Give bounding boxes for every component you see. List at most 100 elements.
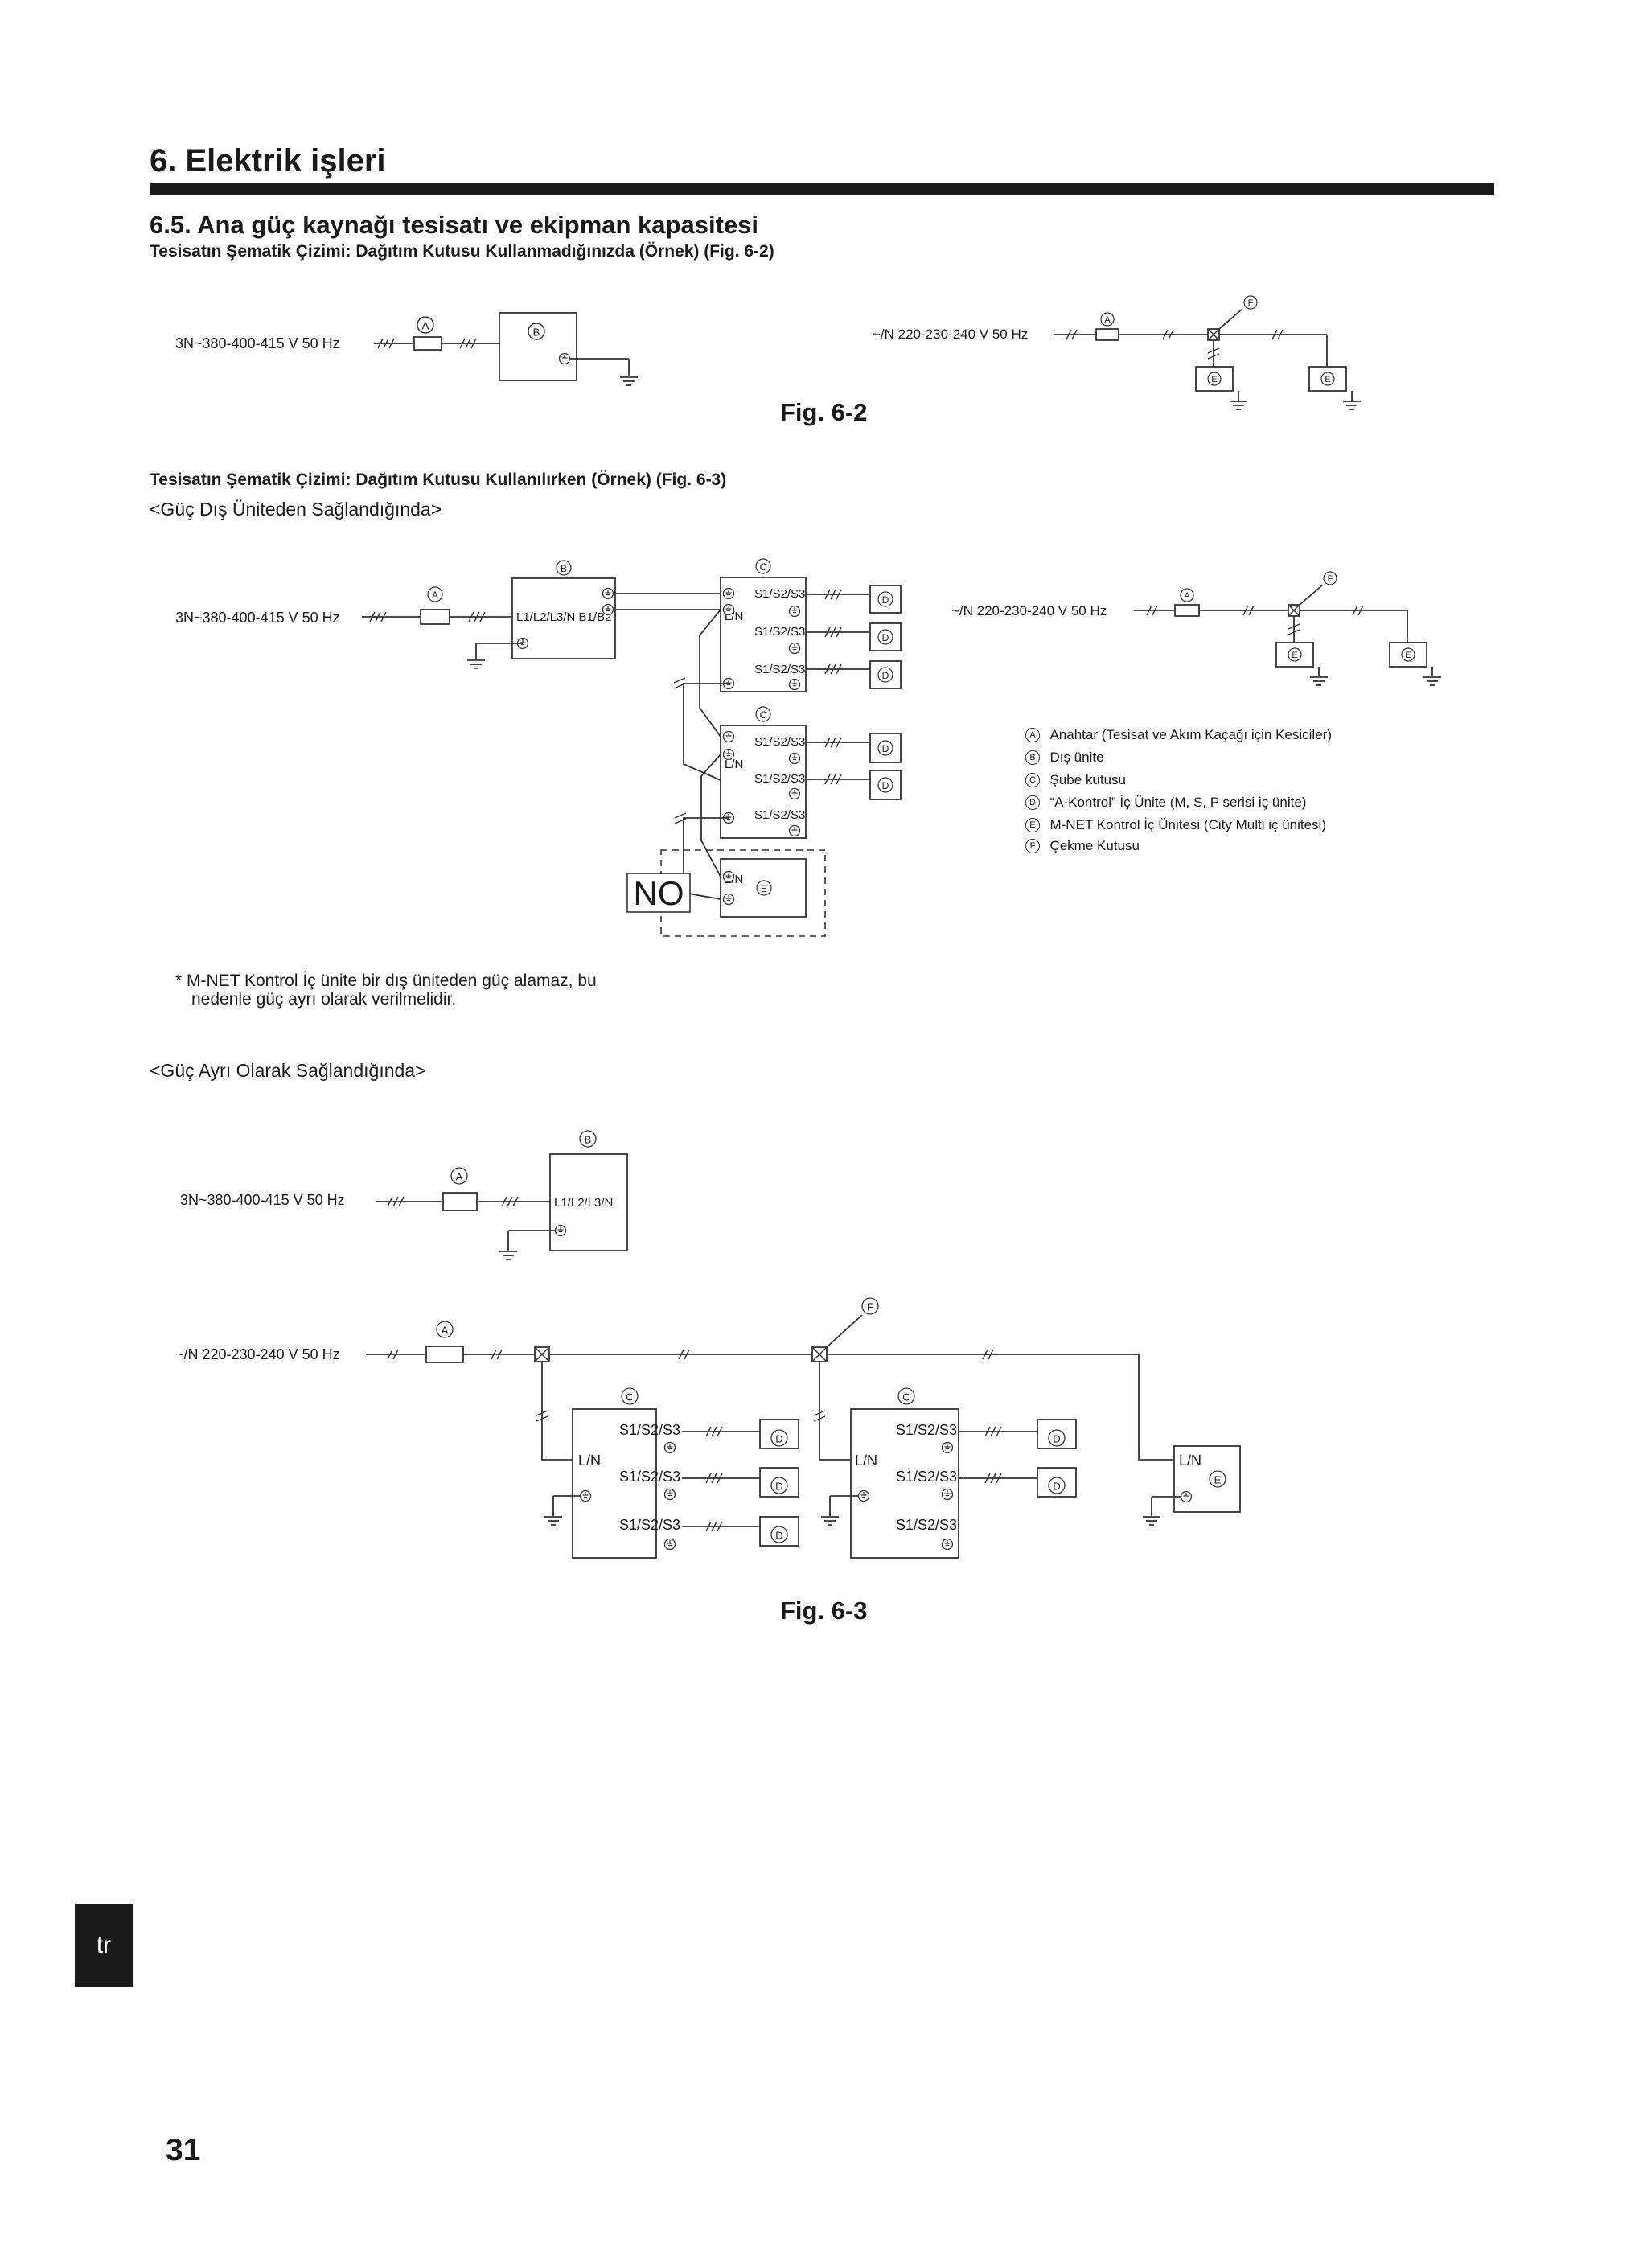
branch-terminal-s123: S1/S2/S3 <box>754 772 805 786</box>
subsection-heading: 6.5. Ana güç kaynağı tesisatı ve ekipman… <box>150 211 758 239</box>
branch-terminal-s123: S1/S2/S3 <box>896 1422 957 1438</box>
switch-a <box>442 1192 478 1211</box>
fig63-separate-single-phase-diagram: ~/N 220-230-240 V 50 Hz A F C L/N <box>175 1297 1241 1559</box>
circled-marker-f: F <box>1025 839 1040 853</box>
fig63-caption: Tesisatın Şematik Çizimi: Dağıtım Kutusu… <box>150 470 727 489</box>
svg-text:E: E <box>1292 651 1297 660</box>
circled-marker-c: C <box>1025 773 1040 787</box>
branch-terminal-s123: S1/S2/S3 <box>754 663 805 676</box>
svg-text:A: A <box>1104 315 1111 325</box>
legend-item-f: F Çekme Kutusu <box>1025 838 1332 861</box>
legend-item-e: E M-NET Kontrol İç Ünitesi (City Multi i… <box>1025 817 1332 838</box>
branch-terminal-s123: S1/S2/S3 <box>754 625 805 639</box>
switch-a <box>425 1346 464 1363</box>
svg-text:D: D <box>882 780 889 791</box>
heading-rule <box>150 183 1494 195</box>
legend-item-a: A Anahtar (Tesisat ve Akım Kaçağı için K… <box>1025 727 1332 750</box>
fig62-label: Fig. 6-2 <box>780 398 868 426</box>
svg-text:D: D <box>775 1481 782 1493</box>
not-allowed-box <box>626 873 691 913</box>
marker-a: A <box>427 586 443 602</box>
marker-c: C <box>755 706 771 722</box>
switch-a <box>1095 328 1119 341</box>
svg-text:A: A <box>456 1171 463 1183</box>
legend-text-b: Dış ünite <box>1049 750 1104 765</box>
marker-d: D <box>770 1477 788 1494</box>
marker-f: F <box>1323 571 1337 585</box>
marker-d: D <box>877 629 893 645</box>
marker-d: D <box>877 740 893 756</box>
svg-text:C: C <box>902 1391 910 1403</box>
fig63-three-phase-voltage-label: 3N~380-400-415 V 50 Hz <box>175 610 340 626</box>
not-allowed-mark: NO <box>634 874 684 912</box>
marker-e: E <box>1320 372 1335 386</box>
fig62-single-phase-diagram: ~/N 220-230-240 V 50 Hz A F E E <box>873 295 1362 410</box>
switch-a <box>413 336 442 351</box>
svg-text:D: D <box>775 1530 782 1542</box>
fig63-separate-single-phase-voltage-label: ~/N 220-230-240 V 50 Hz <box>175 1346 340 1362</box>
svg-text:D: D <box>882 743 889 754</box>
fig62-three-phase-voltage-label: 3N~380-400-415 V 50 Hz <box>175 335 340 351</box>
marker-e: E <box>1207 372 1222 386</box>
marker-e: E <box>756 880 772 896</box>
circled-marker-b: B <box>1025 750 1040 765</box>
outdoor-unit-b <box>511 577 616 659</box>
marker-b: B <box>528 323 545 340</box>
section-heading: 6. Elektrik işleri <box>150 143 386 179</box>
marker-c: C <box>755 558 771 574</box>
svg-text:D: D <box>882 594 889 606</box>
legend-text-d: “A-Kontrol” İç Ünite (M, S, P serisi iç … <box>1049 795 1307 810</box>
marker-d: D <box>877 667 893 683</box>
svg-text:B: B <box>561 563 567 574</box>
fig63-subcaption-outdoor: <Güç Dış Üniteden Sağlandığında> <box>150 499 442 520</box>
marker-a: A <box>450 1167 468 1185</box>
language-tab: tr <box>75 1904 133 1987</box>
legend: A Anahtar (Tesisat ve Akım Kaçağı için K… <box>1025 727 1332 861</box>
svg-text:D: D <box>1053 1433 1060 1445</box>
fig63-separate-three-phase-diagram: 3N~380-400-415 V 50 Hz A B L1/L2/L3/N <box>180 1130 628 1260</box>
legend-item-c: C Şube kutusu <box>1025 772 1332 795</box>
switch-a <box>1174 604 1200 617</box>
branch-box-c <box>720 577 807 692</box>
marker-c: C <box>621 1387 639 1405</box>
marker-a: A <box>1100 312 1115 327</box>
switch-a <box>420 609 450 625</box>
marker-d: D <box>770 1429 788 1447</box>
legend-text-f: Çekme Kutusu <box>1049 838 1140 853</box>
svg-text:A: A <box>442 1325 449 1337</box>
svg-text:C: C <box>626 1391 633 1403</box>
svg-text:F: F <box>1328 574 1333 584</box>
svg-text:E: E <box>761 883 767 894</box>
branch-terminal-s123: S1/S2/S3 <box>619 1422 680 1438</box>
marker-a: A <box>1180 588 1194 602</box>
a-control-indoor-unit-d <box>869 622 902 651</box>
legend-text-e: M-NET Kontrol İç Ünitesi (City Multi iç … <box>1049 817 1326 832</box>
branch-terminal-s123: S1/S2/S3 <box>896 1469 957 1485</box>
marker-f: F <box>861 1297 879 1315</box>
marker-d: D <box>877 591 893 607</box>
fig63-note-line2: nedenle güç ayrı olarak verilmelidir. <box>191 990 457 1009</box>
svg-text:A: A <box>422 320 429 332</box>
marker-c: C <box>897 1387 915 1405</box>
marker-a: A <box>436 1321 454 1338</box>
svg-text:A: A <box>1184 591 1190 601</box>
marker-d: D <box>770 1526 788 1543</box>
svg-text:B: B <box>585 1134 592 1146</box>
fig62-caption: Tesisatın Şematik Çizimi: Dağıtım Kutusu… <box>150 242 774 261</box>
marker-d: D <box>877 777 893 793</box>
fig63-note-line1: * M-NET Kontrol İç ünite bir dış ünitede… <box>175 972 597 990</box>
fig63-separate-three-phase-voltage-label: 3N~380-400-415 V 50 Hz <box>180 1192 345 1208</box>
svg-text:E: E <box>1214 1474 1222 1486</box>
svg-text:D: D <box>775 1433 782 1445</box>
svg-text:C: C <box>760 709 767 721</box>
branch-box-c <box>720 725 807 839</box>
svg-text:B: B <box>533 327 540 339</box>
svg-text:D: D <box>882 670 889 681</box>
language-code: tr <box>96 1932 112 1958</box>
legend-text-a: Anahtar (Tesisat ve Akım Kaçağı için Kes… <box>1049 727 1332 742</box>
legend-item-d: D “A-Kontrol” İç Ünite (M, S, P serisi i… <box>1025 795 1332 817</box>
fig63-single-phase-mnet-diagram: ~/N 220-230-240 V 50 Hz A F E E <box>951 571 1442 686</box>
branch-terminal-ln: L/N <box>725 758 743 771</box>
circled-marker-a: A <box>1025 728 1040 742</box>
